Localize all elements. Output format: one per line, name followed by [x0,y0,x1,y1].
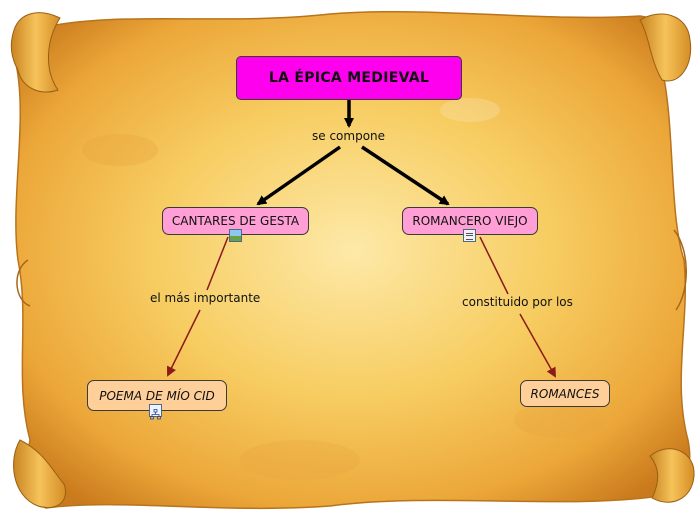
link-compone-to-cantares [256,145,341,206]
link-cantares-to-label [206,236,229,291]
image-resource-icon[interactable] [229,229,242,242]
concept-romances[interactable]: ROMANCES [520,380,610,407]
link-compone-to-romancero [361,145,450,206]
link-label-to-romances [519,313,556,378]
link-label-se-compone: se compone [312,129,386,143]
concept-map-resource-icon[interactable] [149,404,162,420]
links [167,100,556,378]
root-concept-label: LA ÉPICA MEDIEVAL [268,70,430,86]
document-resource-icon[interactable] [463,229,476,242]
root-concept[interactable]: LA ÉPICA MEDIEVAL [236,56,462,100]
concept-label: CANTARES DE GESTA [171,214,300,228]
concept-label: ROMANCERO VIEJO [412,214,528,228]
concept-label: POEMA DE MÍO CID [99,388,215,403]
concept-label: ROMANCES [530,386,600,401]
hierarchy-glyph [150,409,161,420]
link-label-constituido-por-los: constituido por los [462,295,573,309]
link-romancero-to-label [479,236,509,295]
link-label-to-poema [167,309,201,377]
link-label-el-mas-importante: el más importante [150,291,261,305]
concept-romancero-viejo[interactable]: ROMANCERO VIEJO [402,207,538,235]
